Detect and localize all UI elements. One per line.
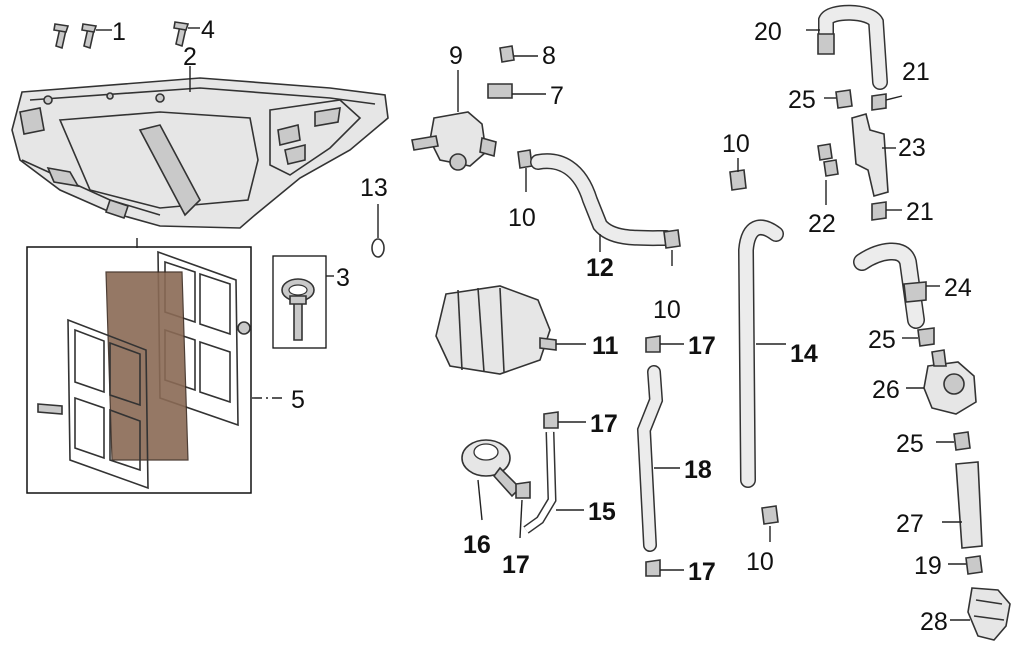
clamp-17-a bbox=[645, 335, 684, 353]
label-21-a: 21 bbox=[902, 58, 930, 86]
label-20: 20 bbox=[754, 18, 782, 46]
clamp-17-c bbox=[515, 481, 531, 539]
label-21-b: 21 bbox=[906, 198, 934, 226]
clamp-21-a bbox=[871, 93, 903, 111]
callout-labels: 1 4 2 3 5 13 9 8 7 10 12 10 11 17 17 18 … bbox=[112, 16, 972, 636]
label-25-b: 25 bbox=[868, 326, 896, 354]
label-27: 27 bbox=[896, 510, 924, 538]
clamp-21-b bbox=[871, 201, 902, 221]
label-28: 28 bbox=[920, 608, 948, 636]
label-11: 11 bbox=[592, 332, 619, 360]
hose-15 bbox=[523, 431, 584, 534]
label-9: 9 bbox=[449, 42, 463, 70]
bolt-8 bbox=[499, 45, 538, 63]
screw-1 bbox=[53, 23, 112, 50]
bolts-22 bbox=[817, 143, 839, 205]
valve-16 bbox=[461, 439, 522, 521]
label-1: 1 bbox=[112, 18, 126, 46]
clamp-25-b bbox=[902, 327, 935, 347]
label-10-upper: 10 bbox=[508, 204, 536, 232]
clamp-10-b bbox=[729, 158, 747, 191]
label-17-b: 17 bbox=[590, 410, 618, 438]
label-17-a: 17 bbox=[688, 332, 716, 360]
clamp-10-mid bbox=[663, 229, 681, 266]
clamp-10-c bbox=[761, 505, 779, 542]
label-10-mid: 10 bbox=[653, 296, 681, 324]
label-10-c: 10 bbox=[746, 548, 774, 576]
bracket-23 bbox=[851, 113, 896, 198]
label-25-c: 25 bbox=[896, 430, 924, 458]
filter-assembly-box bbox=[26, 238, 282, 494]
label-17-c: 17 bbox=[502, 551, 530, 579]
label-4: 4 bbox=[201, 16, 215, 44]
label-7: 7 bbox=[550, 82, 564, 110]
label-2: 2 bbox=[183, 43, 197, 71]
label-19: 19 bbox=[914, 552, 942, 580]
sensor-7 bbox=[487, 83, 546, 99]
label-12: 12 bbox=[586, 254, 614, 282]
clamp-25-a bbox=[824, 89, 853, 109]
label-17-d: 17 bbox=[688, 558, 716, 586]
hose-12 bbox=[530, 153, 674, 252]
hose-18 bbox=[636, 365, 680, 552]
label-8: 8 bbox=[542, 42, 556, 70]
hose-24 bbox=[853, 242, 940, 329]
label-14: 14 bbox=[790, 340, 818, 368]
air-box-housing bbox=[11, 77, 389, 229]
hose-20 bbox=[806, 4, 888, 90]
label-10-b: 10 bbox=[722, 130, 750, 158]
valve-9 bbox=[411, 70, 497, 171]
screw-4 bbox=[173, 21, 200, 48]
clamp-25-c bbox=[936, 431, 971, 451]
label-15: 15 bbox=[588, 498, 616, 526]
clamp-10-upper bbox=[517, 149, 533, 192]
label-23: 23 bbox=[898, 134, 926, 162]
label-25-a: 25 bbox=[788, 86, 816, 114]
label-16: 16 bbox=[463, 531, 491, 559]
valve-26 bbox=[906, 349, 977, 415]
label-3: 3 bbox=[336, 264, 350, 292]
injector-28 bbox=[950, 587, 1011, 641]
clamp-17-b bbox=[543, 411, 586, 429]
hose-14 bbox=[737, 219, 786, 488]
canister-11 bbox=[435, 285, 586, 375]
clip-13 bbox=[371, 204, 385, 258]
label-13: 13 bbox=[360, 174, 388, 202]
label-24: 24 bbox=[944, 274, 972, 302]
label-26: 26 bbox=[872, 376, 900, 404]
clamp-kit-box bbox=[272, 255, 334, 349]
label-22: 22 bbox=[808, 210, 836, 238]
clamp-17-d bbox=[645, 559, 684, 577]
hose-27 bbox=[942, 461, 983, 549]
label-5: 5 bbox=[291, 386, 305, 414]
label-18: 18 bbox=[684, 456, 712, 484]
clamp-19 bbox=[948, 555, 983, 575]
